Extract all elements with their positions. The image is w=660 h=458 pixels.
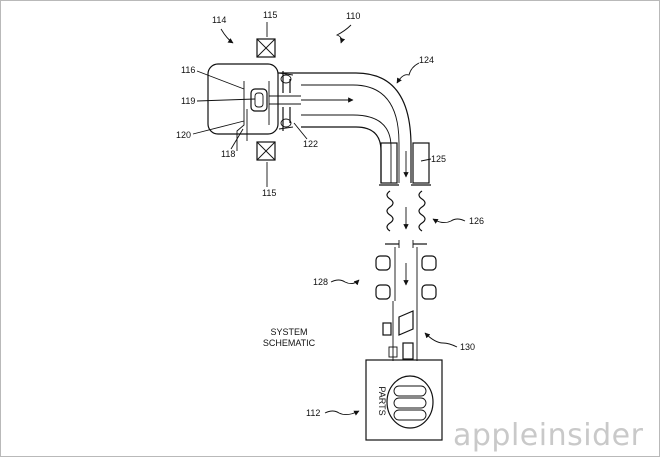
ref-119: 119 <box>181 96 195 106</box>
ref-116: 116 <box>181 65 195 75</box>
ref-125: 125 <box>431 154 446 164</box>
parts-label: PARTS <box>377 386 387 415</box>
ref-120: 120 <box>176 130 191 140</box>
ref-128: 128 <box>313 277 328 287</box>
appleinsider-watermark: appleinsider <box>453 418 644 453</box>
ref-118: 118 <box>221 149 235 159</box>
ref-110: 110 <box>346 11 360 21</box>
ref-124: 124 <box>419 55 434 65</box>
ref-115-top: 115 <box>263 10 277 20</box>
source-chamber <box>207 63 279 135</box>
angle-corrector <box>382 301 418 361</box>
ref-130: 130 <box>460 342 475 352</box>
ion-source-internals <box>236 81 301 151</box>
end-station <box>365 359 443 441</box>
beam-tube-bend <box>278 72 412 183</box>
caption-line-1: SYSTEM <box>270 327 307 337</box>
beam-scanner <box>375 247 437 301</box>
ref-112: 112 <box>306 408 320 418</box>
magnet-coil-bottom <box>256 141 276 161</box>
ref-122: 122 <box>303 139 318 149</box>
ref-126: 126 <box>469 216 484 226</box>
ref-114: 114 <box>212 15 226 25</box>
resolving-aperture <box>379 142 431 186</box>
accelerator-column <box>385 190 427 248</box>
caption-line-2: SCHEMATIC <box>263 338 316 348</box>
ref-115-bottom: 115 <box>262 188 276 198</box>
magnet-coil-top <box>256 38 276 58</box>
extraction-electrodes <box>278 71 294 131</box>
